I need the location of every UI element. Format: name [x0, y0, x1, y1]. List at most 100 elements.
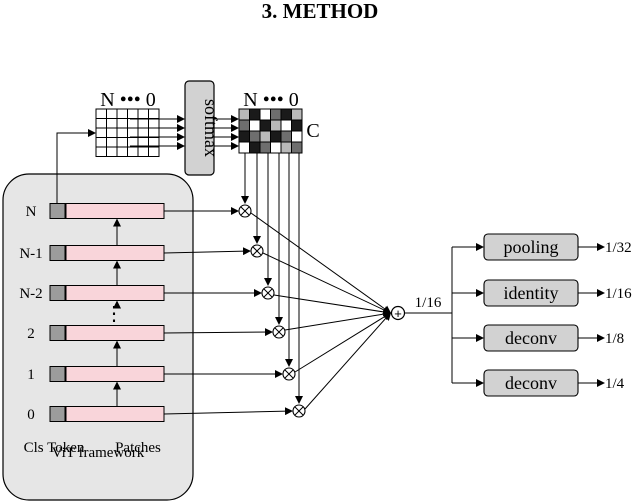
- weight-cell: [259, 141, 271, 154]
- layer-label: 1: [27, 367, 35, 383]
- patch-tokens-box: [65, 203, 165, 219]
- multiplier-to-sum-arrow: [304, 312, 392, 410]
- attention-cell: [95, 146, 107, 157]
- layer-to-multiplier-arrow: [163, 328, 273, 337]
- attention-cell: [95, 127, 107, 138]
- weight-cell: [238, 130, 250, 143]
- layer-ellipsis: ⋮: [104, 303, 124, 325]
- multiplier-to-sum-arrow: [294, 312, 392, 373]
- layer-label: N-2: [19, 286, 42, 302]
- cls-to-attention-arrow: [56, 129, 96, 203]
- head-block: deconv 1/4: [483, 369, 625, 397]
- head-scale-label: 1/16: [605, 286, 632, 302]
- layer-row: [49, 325, 165, 341]
- multiplier-to-sum-arrow: [262, 252, 392, 314]
- weight-cell: [249, 130, 261, 143]
- attention-cell: [106, 137, 118, 148]
- multiplier-to-sum-arrow: [250, 212, 392, 314]
- layer-label: N-1: [19, 246, 42, 262]
- patch-tokens-box: [65, 285, 165, 301]
- sum-node: [390, 305, 406, 321]
- patch-tokens-box: [65, 325, 165, 341]
- layer-weights-matrix: [238, 108, 303, 154]
- section-heading: 3. METHOD: [262, 0, 379, 23]
- multiplier-to-sum-arrow: [284, 310, 392, 331]
- attention-cell: [137, 146, 149, 157]
- attention-cell: [148, 127, 160, 138]
- layer-row: [49, 203, 165, 219]
- layer-label: 2: [27, 326, 35, 342]
- attention-cell: [95, 118, 107, 129]
- attention-cell: [127, 146, 139, 157]
- multiply-node: [261, 286, 275, 300]
- attention-cell: [106, 146, 118, 157]
- patch-tokens-box: [65, 366, 165, 382]
- weight-cell: [238, 119, 250, 132]
- layer-row: [49, 366, 165, 382]
- cls-token-box: [49, 366, 66, 382]
- weight-cell: [270, 130, 282, 143]
- weights-index-label: N ••• 0: [243, 89, 298, 111]
- weights-channel-label: C: [306, 120, 319, 142]
- layer-to-multiplier-arrow: [163, 407, 293, 416]
- softmax-label: softmax: [201, 99, 221, 157]
- cls-token-box: [49, 245, 66, 261]
- attention-index-label: N ••• 0: [100, 89, 155, 111]
- connection-lines: [56, 115, 484, 416]
- weight-cell: [280, 141, 292, 154]
- patch-tokens-box: [65, 406, 165, 422]
- multiply-node: [238, 204, 252, 218]
- weight-cell: [280, 130, 292, 143]
- weight-cell: [259, 119, 271, 132]
- attention-cell: [116, 146, 128, 157]
- cls-token-label: Cls Token: [24, 440, 85, 456]
- layer-label: 0: [27, 407, 35, 423]
- layer-row: [49, 245, 165, 261]
- weight-cell: [280, 119, 292, 132]
- head-block: identity 1/16: [483, 279, 632, 307]
- head-scale-label: 1/8: [605, 331, 624, 347]
- head-label: pooling: [503, 237, 558, 257]
- vit-framework-caption: ViT framework: [52, 445, 145, 461]
- attention-cell: [95, 137, 107, 148]
- attention-cell: [106, 118, 118, 129]
- attention-cell: [137, 127, 149, 138]
- attention-cell: [116, 127, 128, 138]
- head-label: identity: [504, 283, 559, 303]
- sum-output-scale: 1/16: [415, 295, 442, 311]
- attention-cell: [127, 118, 139, 129]
- patches-label: Patches: [115, 440, 161, 456]
- multiplier-to-sum-arrow: [273, 294, 392, 316]
- layer-to-multiplier-arrow: [163, 247, 251, 256]
- multiply-node: [292, 404, 306, 418]
- weight-cell: [249, 119, 261, 132]
- cls-token-box: [49, 203, 66, 219]
- head-label: deconv: [505, 373, 557, 393]
- layer-row: [49, 285, 165, 301]
- weight-cell: [249, 141, 261, 154]
- attention-cell: [127, 127, 139, 138]
- attention-cell: [148, 118, 160, 129]
- cls-token-box: [49, 285, 66, 301]
- cls-token-box: [49, 325, 66, 341]
- attention-cell: [116, 118, 128, 129]
- weight-cell: [270, 141, 282, 154]
- head-block: deconv 1/8: [483, 324, 624, 352]
- head-scale-label: 1/4: [605, 376, 625, 392]
- attention-cell: [116, 137, 128, 148]
- attention-matrix: [95, 108, 160, 157]
- multiply-node: [250, 244, 264, 258]
- weight-cell: [259, 130, 271, 143]
- multiply-node: [272, 325, 286, 339]
- weight-cell: [291, 130, 303, 143]
- cls-token-box: [49, 406, 66, 422]
- layer-label: N: [26, 204, 37, 220]
- weight-cell: [291, 119, 303, 132]
- patch-tokens-box: [65, 245, 165, 261]
- sum-symbol: +: [394, 306, 402, 321]
- head-label: deconv: [505, 328, 557, 348]
- multiply-node: [282, 367, 296, 381]
- weight-cell: [291, 141, 303, 154]
